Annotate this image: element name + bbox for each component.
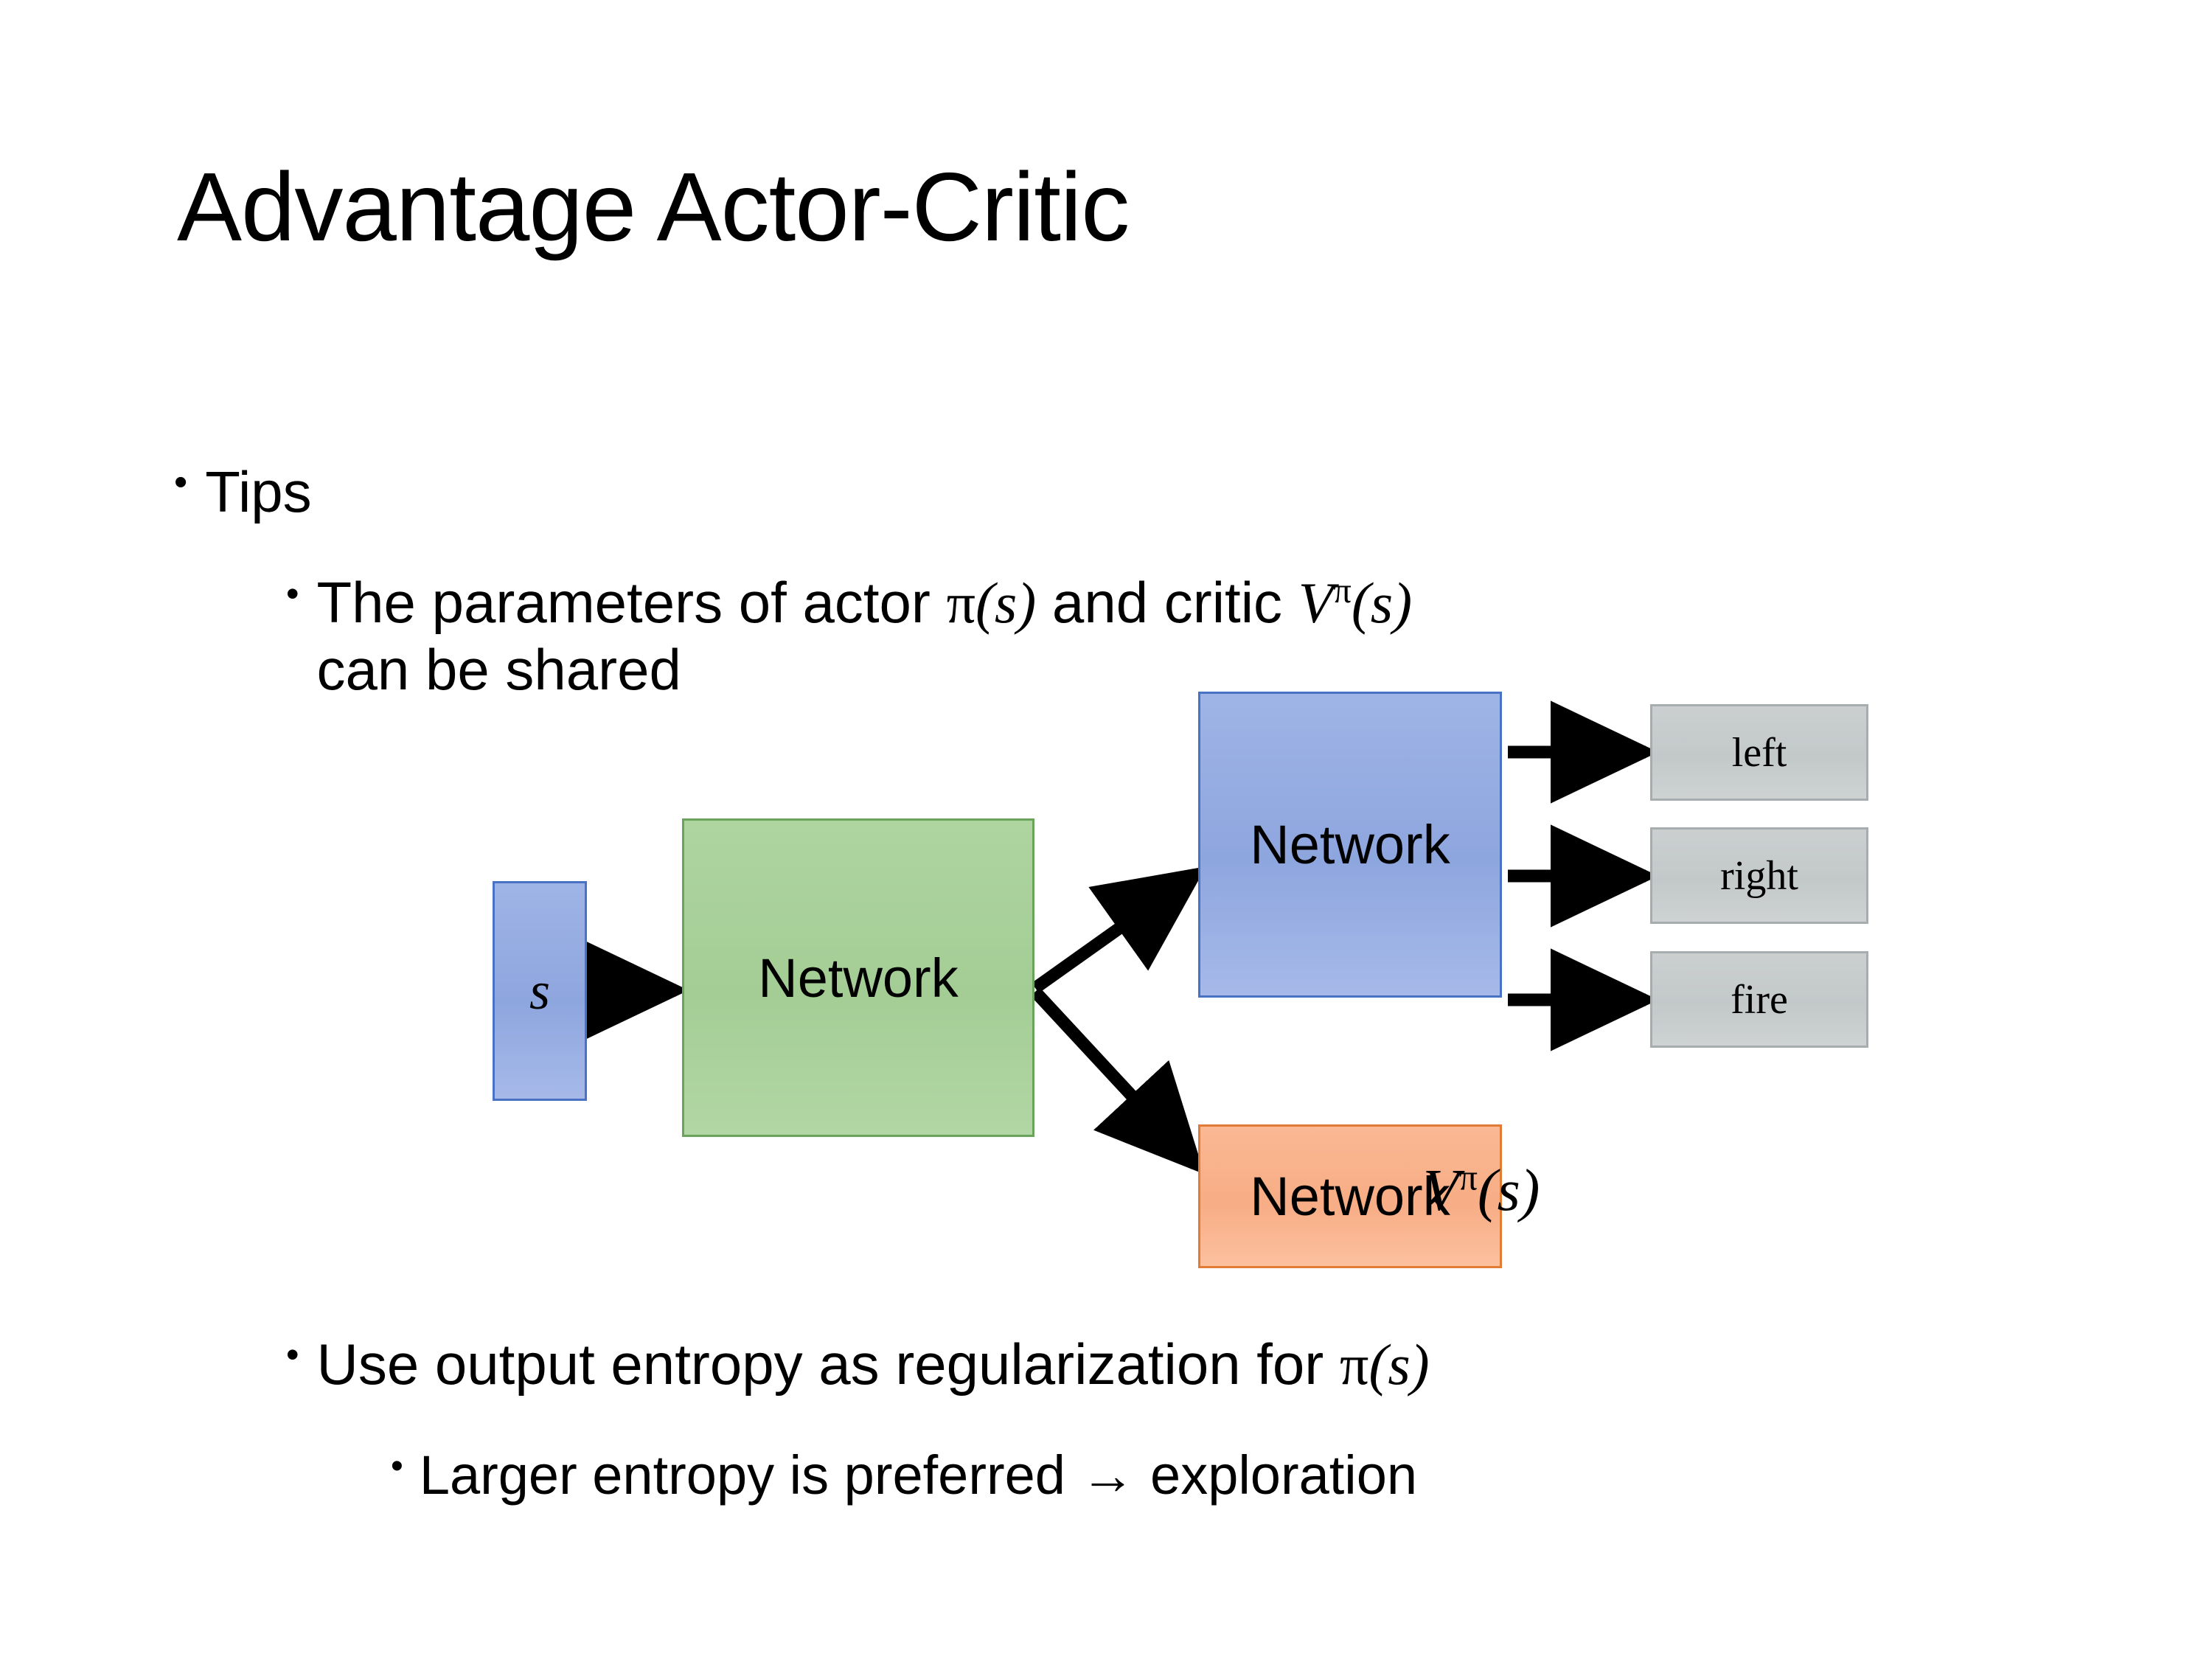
output-left-label: left <box>1731 729 1787 776</box>
arrow-shared-to-critic <box>1030 987 1205 1175</box>
pi-argument: (s) <box>975 571 1037 635</box>
pi-symbol: π <box>1339 1332 1369 1397</box>
node-actor-network[interactable]: Network <box>1198 692 1502 998</box>
shared-text-line2: can be shared <box>316 637 681 703</box>
bullet-larger-entropy: • Larger entropy is preferred → explorat… <box>391 1444 1417 1506</box>
bullet-shared-parameters: • The parameters of actor π(s) and criti… <box>286 569 2078 703</box>
output-action-fire[interactable]: fire <box>1650 951 1868 1048</box>
arrow-shared-to-actor <box>1032 866 1206 993</box>
value-superscript-pi: π <box>1458 1157 1478 1198</box>
output-right-label: right <box>1720 852 1798 899</box>
v-superscript-pi: π <box>1333 571 1352 611</box>
shared-text-pre: The parameters of actor <box>316 570 947 635</box>
pi-argument: (s) <box>1368 1332 1430 1397</box>
bullet-entropy-regularization: • Use output entropy as regularization f… <box>286 1331 1430 1398</box>
bullet-larger-label: Larger entropy is preferred → exploratio… <box>419 1444 1418 1506</box>
critic-value-output: Vπ(s) <box>1423 1156 1540 1225</box>
node-critic-network[interactable]: Network <box>1198 1124 1502 1268</box>
output-action-right[interactable]: right <box>1650 827 1868 924</box>
actor-network-label: Network <box>1250 814 1450 875</box>
output-fire-label: fire <box>1731 976 1788 1023</box>
page-title: Advantage Actor-Critic <box>177 153 1130 261</box>
entropy-text-pre: Use output entropy as regularization for <box>316 1332 1340 1397</box>
critic-network-label: Network <box>1250 1166 1450 1227</box>
bullet-marker-icon: • <box>286 573 299 614</box>
value-symbol: V <box>1423 1158 1459 1223</box>
v-argument: (s) <box>1351 571 1413 635</box>
value-argument: (s) <box>1477 1158 1540 1223</box>
bullet-tips: • Tips <box>174 459 312 526</box>
bullet-marker-icon: • <box>174 461 188 504</box>
node-shared-network[interactable]: Network <box>682 818 1034 1137</box>
pi-symbol: π <box>946 571 975 635</box>
bullet-shared-text: The parameters of actor π(s) and critic … <box>317 569 2078 703</box>
bullet-entropy-text: Use output entropy as regularization for… <box>317 1331 1430 1398</box>
bullet-tips-label: Tips <box>205 459 312 524</box>
bullet-marker-icon: • <box>286 1334 299 1375</box>
v-symbol: V <box>1298 571 1334 635</box>
state-label: s <box>529 961 551 1020</box>
shared-text-mid: and critic <box>1036 570 1298 635</box>
node-state-input[interactable]: s <box>493 881 587 1101</box>
output-action-left[interactable]: left <box>1650 704 1868 801</box>
bullet-marker-icon: • <box>391 1447 403 1486</box>
shared-network-label: Network <box>758 947 959 1009</box>
